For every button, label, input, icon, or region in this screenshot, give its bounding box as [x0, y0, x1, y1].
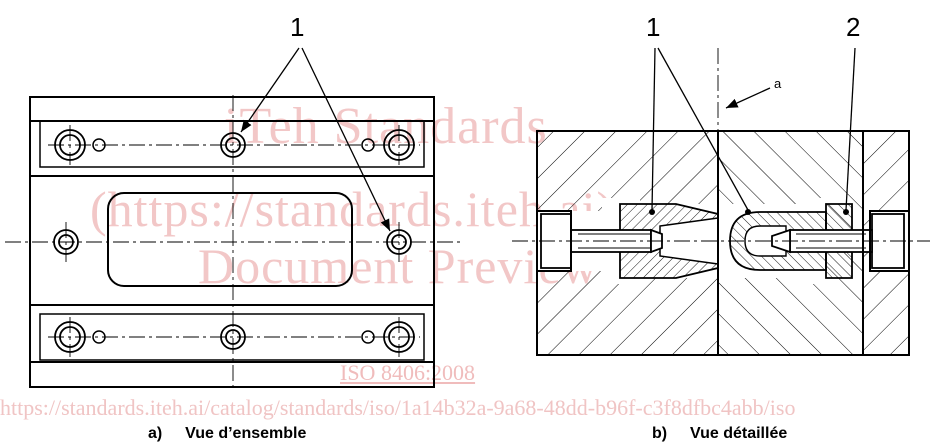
- overview-window: [107, 192, 353, 287]
- callout-a-axis: a: [774, 76, 782, 91]
- caption-overview: a) Vue d’ensemble: [148, 425, 306, 443]
- caption-overview-title: Vue d’ensemble: [185, 425, 307, 442]
- detail-leaders: [651, 47, 856, 211]
- overview-outer-frame: [29, 96, 435, 388]
- overview-bottom-rail: [39, 313, 425, 361]
- overview-leaders: [240, 47, 391, 232]
- callout-2-detail: 2: [846, 12, 861, 42]
- overview-top-rail: [39, 120, 425, 168]
- callout-1-detail: 1: [646, 12, 661, 42]
- caption-detail-title: Vue détaillée: [690, 425, 788, 442]
- caption-detail-letter: b): [652, 425, 668, 442]
- overview-centerlines: [5, 95, 460, 392]
- caption-overview-letter: a): [148, 425, 163, 442]
- detail-centerlines: [512, 48, 930, 242]
- callout-1-overview: 1: [290, 12, 305, 42]
- caption-detail: b) Vue détaillée: [652, 425, 787, 443]
